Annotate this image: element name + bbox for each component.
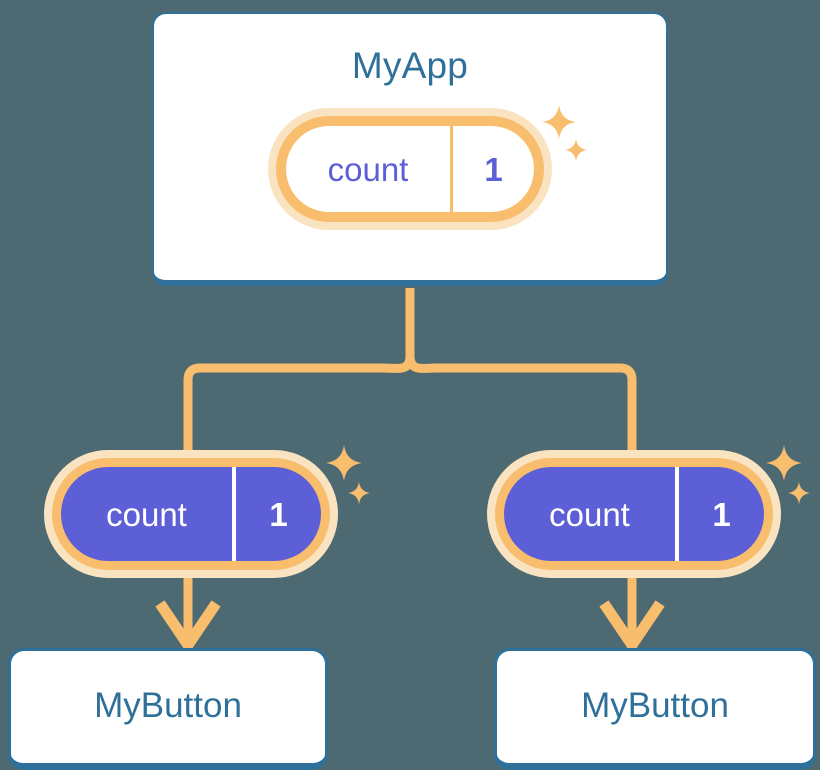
mybutton-label: MyButton: [94, 685, 242, 725]
state-key-label: count: [286, 126, 453, 212]
sparkle-four-point-small-icon: [347, 481, 371, 505]
sparkle-four-point-small-icon: [787, 481, 811, 505]
sparkle-four-point-icon: [325, 444, 363, 482]
mybutton-card-2[interactable]: MyButton: [494, 648, 816, 770]
state-pill-child-2[interactable]: count 1: [504, 467, 764, 561]
arrow-down-icon: [599, 576, 665, 655]
state-value-label: 1: [484, 150, 503, 188]
state-pill-child-1[interactable]: count 1: [61, 467, 321, 561]
arrow-down-icon: [155, 576, 221, 655]
state-value-label: 1: [269, 495, 288, 533]
mybutton-label: MyButton: [581, 685, 729, 725]
branch-connector-icon: [183, 288, 637, 452]
state-value-label: 1: [712, 495, 731, 533]
mybutton-card-1[interactable]: MyButton: [8, 648, 328, 770]
page-title: MyApp: [351, 45, 469, 86]
state-pill-myapp[interactable]: count 1: [286, 126, 534, 212]
sparkle-four-point-icon: [765, 444, 803, 482]
state-key-label: count: [61, 467, 236, 561]
state-key-label: count: [504, 467, 679, 561]
